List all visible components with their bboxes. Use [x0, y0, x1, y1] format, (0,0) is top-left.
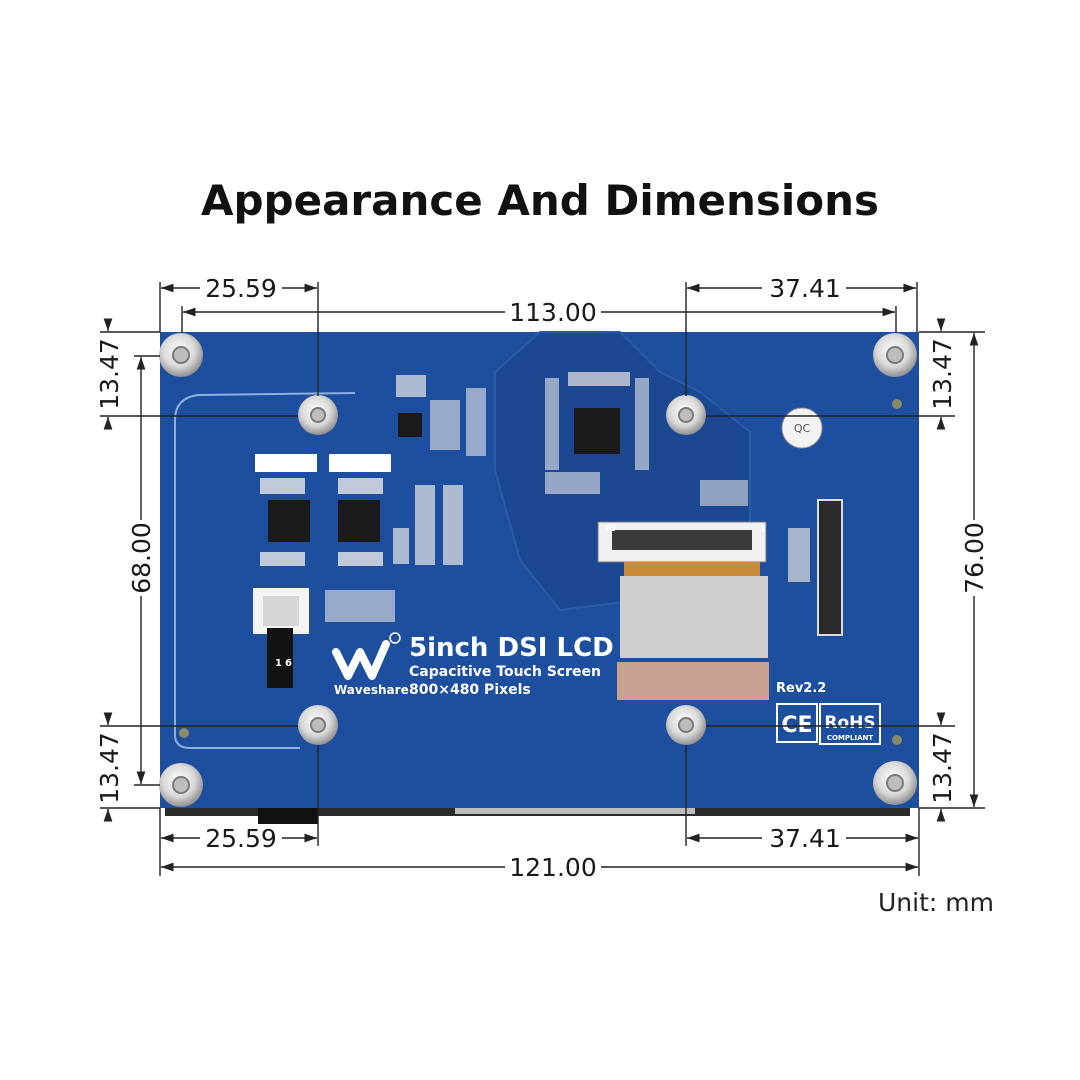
rohs-sub-label: COMPLIANT [827, 734, 874, 742]
passive-components [700, 480, 748, 506]
dim-bottom-total-width: 121.00 [509, 853, 596, 882]
product-name-label: 5inch DSI LCD [409, 633, 614, 663]
touch-header-connector [253, 588, 309, 688]
inductor-area [396, 375, 486, 456]
resolution-label: 800×480 Pixels [409, 682, 531, 698]
header-pin-1-label: 1 [275, 658, 282, 669]
ce-mark-icon [776, 703, 818, 743]
dim-top-left-offset: 25.59 [205, 274, 277, 303]
via-hole [179, 728, 189, 738]
corner-standoff-bottom-right [873, 761, 917, 805]
passive-components [325, 590, 395, 622]
copper-pad [617, 662, 769, 700]
via-hole [892, 735, 902, 745]
backlight-strip [455, 806, 695, 814]
page-title: Appearance And Dimensions [200, 176, 880, 225]
dim-bottom-left-offset: 25.59 [205, 824, 277, 853]
corner-standoff-top-right [873, 333, 917, 377]
waveshare-logo-icon [332, 632, 401, 680]
corner-standoff-bottom-left [159, 763, 203, 807]
dim-top-right-offset: 37.41 [769, 274, 841, 303]
dim-left-bottom-margin: 13.47 [95, 732, 124, 804]
dim-top-hole-spacing: 113.00 [509, 298, 596, 327]
passive-components [788, 528, 810, 582]
header-pin-6-label: 6 [285, 658, 292, 669]
qc-label: QC [794, 422, 811, 435]
lcd-fpc-connector [817, 499, 843, 636]
extension-lines [100, 282, 985, 876]
dim-right-total-height: 76.00 [960, 522, 989, 594]
pi-standoff-top-right [666, 395, 706, 435]
pi-standoff-bottom-left [298, 705, 338, 745]
revision-label: Rev2.2 [776, 681, 826, 696]
feature-label: Capacitive Touch Screen [409, 664, 601, 680]
corner-standoff-top-left [159, 333, 203, 377]
dim-right-top-margin: 13.47 [928, 338, 957, 410]
pi-standoff-bottom-right [666, 705, 706, 745]
fpc-tail [258, 806, 318, 824]
resistor-row-left [255, 454, 391, 472]
connector-pin-40-label: 40 [605, 524, 617, 533]
qc-sticker [781, 407, 823, 449]
pi-standoff-top-left [298, 395, 338, 435]
brand-label: Waveshare [334, 683, 409, 697]
rohs-label: RoHS [824, 713, 875, 733]
dsi-ribbon-cable [620, 576, 768, 658]
bridge-chip [545, 372, 649, 494]
dim-left-inner-height: 68.00 [127, 522, 156, 594]
dim-right-bottom-margin: 13.47 [928, 732, 957, 804]
transistor-group [393, 485, 463, 565]
rohs-mark-icon [819, 703, 881, 745]
ic-chip-left-2 [338, 478, 383, 566]
via-hole [892, 399, 902, 409]
unit-label: Unit: mm [878, 888, 994, 917]
dsi-fpc-connector [597, 521, 767, 563]
dim-left-top-margin: 13.47 [95, 338, 124, 410]
connector-pin-1-label: 1 [760, 524, 766, 533]
ic-chip-left-1 [260, 478, 310, 566]
dim-bottom-right-offset: 37.41 [769, 824, 841, 853]
lcd-board: 1 6 40 1 QC Waveshare 5inch DSI LCD Capa… [159, 331, 919, 824]
ribbon-gold-contacts [624, 562, 760, 576]
silk-outline-left [174, 420, 300, 749]
